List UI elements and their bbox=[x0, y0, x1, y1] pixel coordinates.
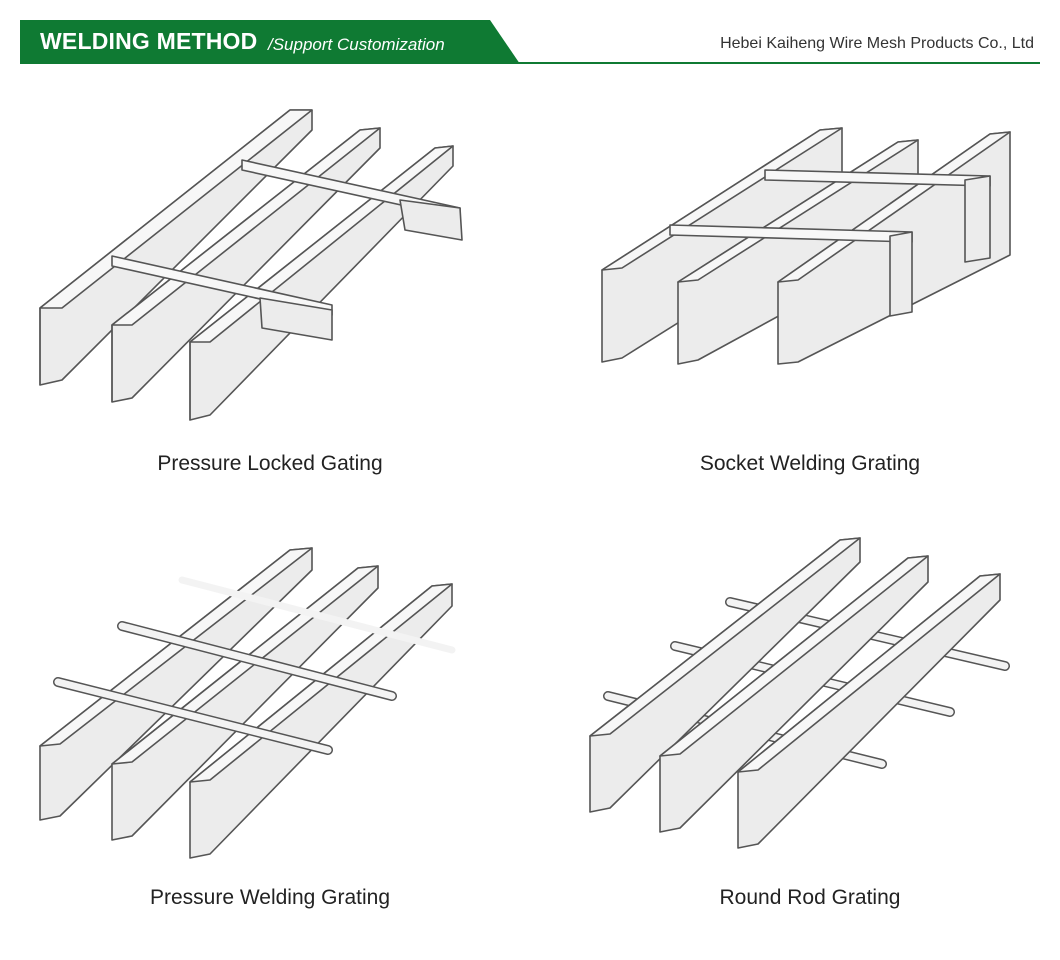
grating-card-pressure-locked: Pressure Locked Gating bbox=[20, 90, 520, 510]
grating-card-socket-welding: Socket Welding Grating bbox=[560, 90, 1060, 510]
grating-label: Pressure Welding Grating bbox=[149, 886, 391, 909]
header-divider bbox=[500, 62, 1040, 64]
grating-card-pressure-welding: Pressure Welding Grating bbox=[20, 520, 520, 940]
title-banner bbox=[20, 20, 520, 64]
grating-label: Pressure Locked Gating bbox=[157, 452, 383, 475]
socket-welding-grating-illustration bbox=[601, 127, 1011, 365]
page-subtitle: /Support Customization bbox=[268, 35, 445, 54]
grating-label: Socket Welding Grating bbox=[699, 452, 921, 475]
grating-label: Round Rod Grating bbox=[719, 886, 901, 909]
grating-card-round-rod: Round Rod Grating bbox=[560, 520, 1060, 940]
round-rod-grating-illustration bbox=[589, 537, 1010, 849]
company-name: Hebei Kaiheng Wire Mesh Products Co., Lt… bbox=[720, 35, 1034, 52]
header: WELDING METHOD /Support Customization He… bbox=[0, 0, 1060, 80]
pressure-welding-grating-illustration bbox=[39, 547, 456, 859]
page-title: WELDING METHOD bbox=[40, 28, 258, 54]
pressure-locked-grating-illustration bbox=[39, 109, 463, 421]
